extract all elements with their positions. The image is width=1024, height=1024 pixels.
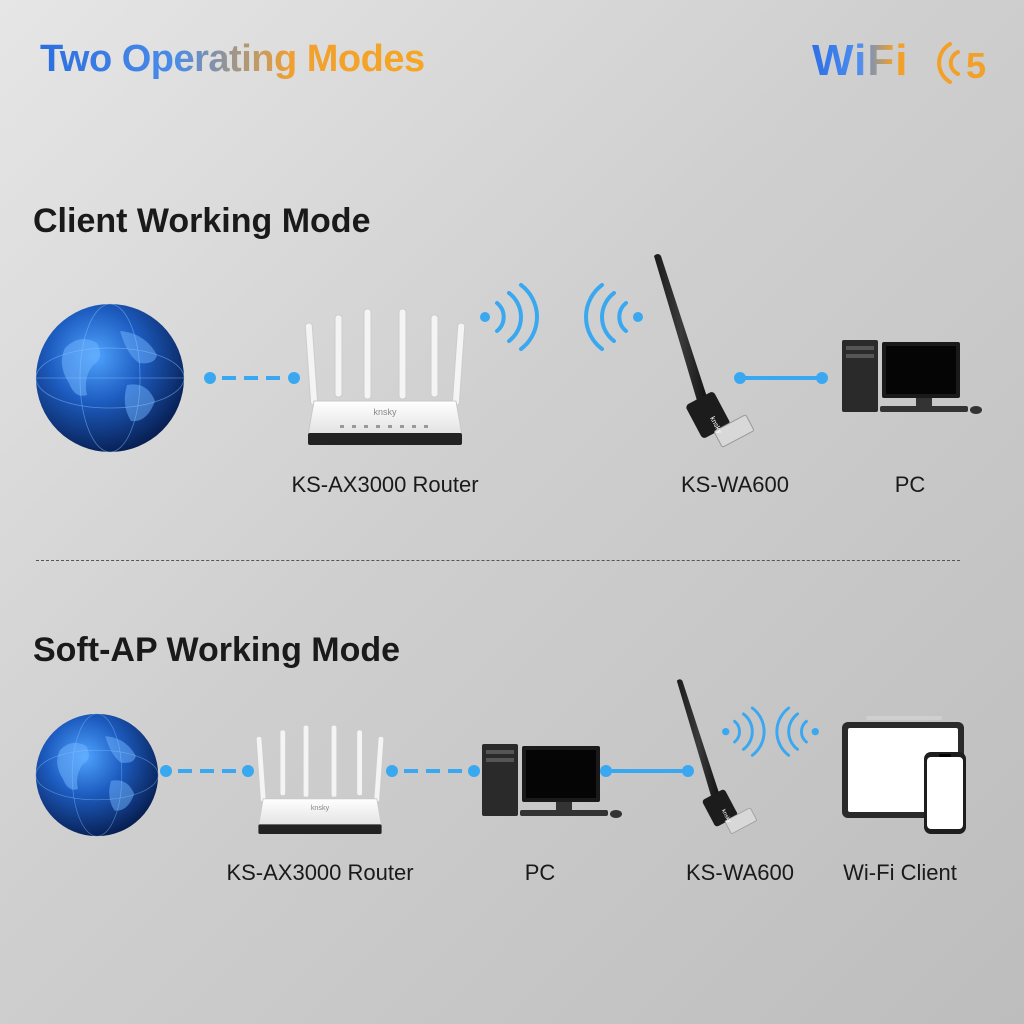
- softap-client-label: Wi-Fi Client: [843, 860, 957, 885]
- wifi-signal-icon: [480, 283, 539, 351]
- wifi-signal-icon: [584, 283, 643, 351]
- client-mode-title: Client Working Mode: [33, 202, 371, 240]
- wifi-signal-icon: [722, 706, 766, 757]
- wifi-logo-text: WiFi: [812, 36, 909, 85]
- wifi-signal-icon: [775, 706, 819, 757]
- router-brand: knsky: [311, 803, 330, 812]
- client-adapter-label: KS-WA600: [680, 472, 789, 497]
- softap-router-label: KS-AX3000 Router: [226, 860, 414, 885]
- router-image: knsky: [304, 308, 466, 445]
- router-brand: knsky: [373, 407, 397, 417]
- internet-globe-icon: [35, 303, 185, 453]
- wired-link: [204, 372, 300, 384]
- section-divider: [36, 560, 960, 561]
- internet-globe-icon: [35, 713, 159, 837]
- wifi5-logo: WiFi 5: [812, 36, 987, 92]
- router-image: knsky: [255, 724, 385, 834]
- client-pc-label: PC: [894, 472, 926, 497]
- wifi5-badge-icon: 5: [937, 42, 986, 86]
- wifi-client-devices-image: [842, 716, 966, 834]
- usb-adapter-image: knsky: [676, 679, 757, 834]
- softap-mode-title: Soft-AP Working Mode: [33, 631, 401, 669]
- pc-image: [482, 744, 622, 818]
- usb-adapter-image: knsky: [654, 254, 754, 448]
- pc-image: [842, 340, 982, 414]
- wired-link: [160, 765, 254, 777]
- softap-adapter-label: KS-WA600: [685, 860, 794, 885]
- wifi-logo-number: 5: [966, 45, 986, 86]
- page-title: Two Operating Modes: [40, 38, 425, 80]
- usb-link: [600, 765, 694, 777]
- client-router-label: KS-AX3000 Router: [291, 472, 479, 497]
- usb-link: [734, 372, 828, 384]
- wired-link: [386, 765, 480, 777]
- softap-pc-label: PC: [524, 860, 556, 885]
